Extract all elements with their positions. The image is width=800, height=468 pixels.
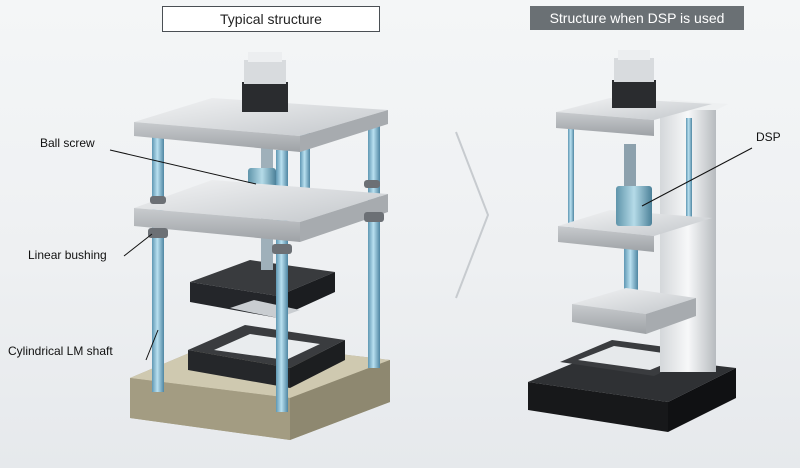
ball-screw-label: Ball screw [40, 136, 95, 150]
dsp-leader [641, 147, 753, 207]
linear-bushing-label: Linear bushing [28, 248, 107, 262]
linear-bushing [148, 180, 384, 254]
cylindrical-lm-shaft-label: Cylindrical LM shaft [8, 344, 113, 358]
upper-die [190, 260, 335, 296]
dsp-unit [616, 144, 652, 226]
top-plate [134, 98, 388, 136]
middle-plate [134, 180, 388, 222]
dsp-label: DSP [756, 130, 781, 144]
dsp-structure-title: Structure when DSP is used [530, 6, 744, 30]
motor-icon [242, 52, 288, 112]
linear-bushing-leader [123, 233, 153, 257]
chevron-right-icon [455, 131, 490, 299]
dsp-structure-diagram [528, 50, 753, 432]
ball-screw-leader [109, 149, 257, 185]
typical-structure-title: Typical structure [162, 6, 380, 32]
typical-structure-diagram [109, 52, 390, 440]
lm-shaft-leader [145, 329, 159, 361]
motor-icon [612, 50, 656, 108]
